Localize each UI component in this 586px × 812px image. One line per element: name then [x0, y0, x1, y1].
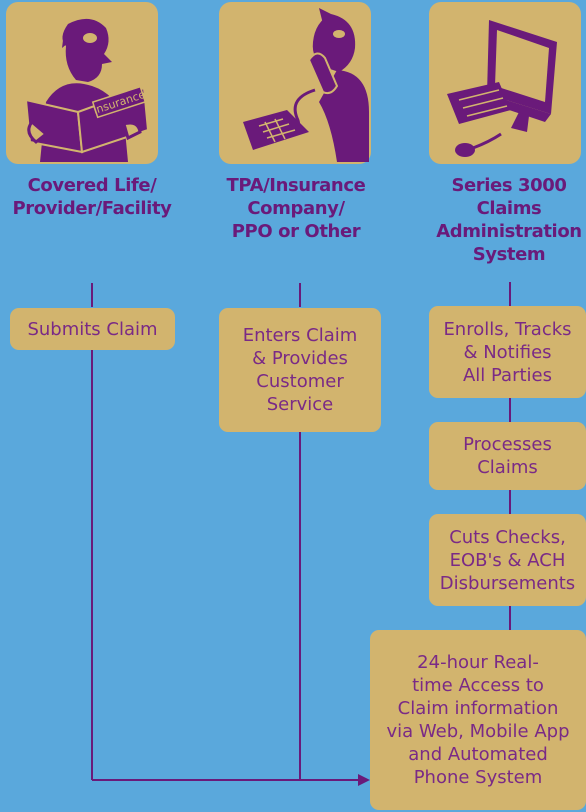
- heading-series-3000: Series 3000 Claims Administration System: [436, 175, 582, 265]
- step-cuts-checks: Cuts Checks, EOB's & ACH Disbursements: [429, 514, 586, 606]
- icon-tile-series-3000: [429, 2, 581, 164]
- icon-tile-tpa: [219, 2, 371, 164]
- step-realtime-access: 24-hour Real- time Access to Claim infor…: [370, 630, 586, 810]
- person-on-telephone-icon: [243, 8, 369, 162]
- arrowhead-to-access: [358, 774, 370, 786]
- step-enrolls-tracks: Enrolls, Tracks & Notifies All Parties: [429, 306, 586, 398]
- icon-tile-covered-life: Insurance: [6, 2, 158, 164]
- step-processes-claims: Processes Claims: [429, 422, 586, 490]
- heading-tpa-insurance: TPA/Insurance Company/ PPO or Other: [226, 175, 366, 242]
- step-submits-claim: Submits Claim: [10, 308, 175, 350]
- computer-icon: [447, 20, 557, 157]
- step-enters-claim: Enters Claim & Provides Customer Service: [219, 308, 381, 432]
- person-reading-insurance-icon: Insurance: [24, 18, 150, 162]
- heading-covered-life: Covered Life/ Provider/Facility: [12, 175, 172, 219]
